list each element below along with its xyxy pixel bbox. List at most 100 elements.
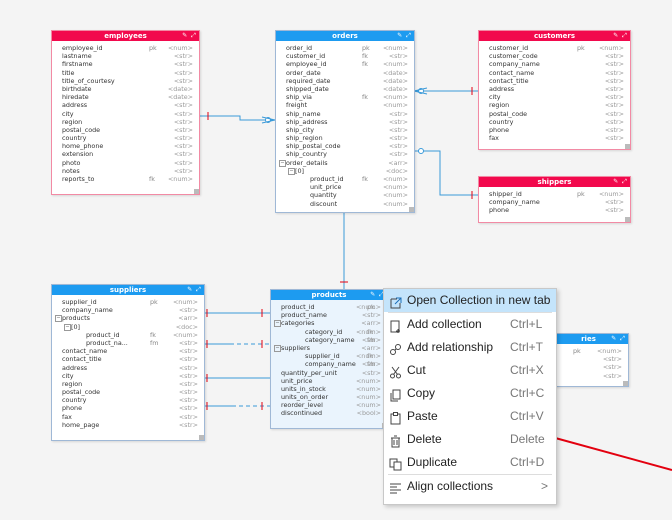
field-row[interactable]: region<str> [52,118,199,126]
edit-expand-icons[interactable]: ✎ ⤢ [613,32,628,39]
field-row[interactable]: country<str> [52,134,199,142]
field-row[interactable]: address<str> [52,364,204,372]
field-row[interactable]: −order_details<arr> [276,159,414,167]
collection-header[interactable]: ries✎ ⤢ [549,334,628,344]
field-row[interactable]: lastname<str> [52,52,199,60]
field-row[interactable]: ship_city<str> [276,126,414,134]
field-row[interactable]: region<str> [52,380,204,388]
edit-expand-icons[interactable]: ✎ ⤢ [182,32,197,39]
field-row[interactable]: home_phone<str> [52,142,199,150]
field-row[interactable]: extension<str> [52,150,199,158]
field-row[interactable]: −[0]<doc> [276,167,414,175]
field-row[interactable]: product_name<str> [271,311,387,319]
collection-header[interactable]: customers✎ ⤢ [479,31,630,41]
collapse-toggle-icon[interactable]: − [279,159,286,167]
menu-item-open-collection[interactable]: Open Collection in new tab [384,289,556,312]
field-row[interactable]: photo<str> [52,159,199,167]
field-row[interactable]: company_name<str> [479,60,630,68]
field-row[interactable]: region<str> [479,101,630,109]
field-row[interactable]: title_of_courtesy<str> [52,77,199,85]
collection-header[interactable]: shippers✎ ⤢ [479,177,630,187]
field-row[interactable]: ship_address<str> [276,118,414,126]
resize-handle[interactable] [625,144,630,149]
collapse-toggle-icon[interactable]: − [274,320,281,328]
edit-expand-icons[interactable]: ✎ ⤢ [613,178,628,185]
edit-expand-icons[interactable]: ✎ ⤢ [187,286,202,293]
collapse-toggle-icon[interactable]: − [55,315,62,323]
field-row[interactable]: customer_code<str> [479,52,630,60]
field-row[interactable]: −suppliers<arr> [271,344,387,352]
resize-handle[interactable] [199,435,204,440]
field-row[interactable]: hiredate<date> [52,93,199,101]
field-row[interactable]: quantity<num> [276,191,414,199]
field-row[interactable]: contact_name<str> [52,347,204,355]
collection-header[interactable]: products✎ ⤢ [271,290,387,300]
field-row[interactable]: phone<str> [479,206,630,214]
field-row[interactable]: postal_code<str> [52,388,204,396]
field-row[interactable]: <str> [549,355,628,363]
collapse-toggle-icon[interactable]: − [288,167,295,175]
field-row[interactable]: −categories<arr> [271,319,387,328]
collapse-toggle-icon[interactable]: − [64,323,71,331]
field-row[interactable]: country<str> [52,396,204,404]
field-row[interactable]: phone<str> [52,404,204,412]
edit-expand-icons[interactable]: ✎ ⤢ [611,335,626,342]
field-row[interactable]: contact_title<str> [52,355,204,363]
field-row[interactable]: company_name<str> [52,306,204,314]
edit-expand-icons[interactable]: ✎ ⤢ [397,32,412,39]
resize-handle[interactable] [623,381,628,386]
field-row[interactable]: ship_postal_code<str> [276,142,414,150]
field-row[interactable]: freight<num> [276,101,414,109]
collapse-toggle-icon[interactable]: − [274,344,281,352]
field-row[interactable]: reorder_level<num> [271,401,387,409]
field-row[interactable]: city<str> [52,372,204,380]
field-row[interactable]: contact_name<str> [479,69,630,77]
field-row[interactable]: product_na...fm<str> [52,339,204,347]
field-row[interactable]: <str> [549,363,628,371]
field-row[interactable]: address<str> [52,101,199,109]
field-row[interactable]: discontinued<bool> [271,409,387,417]
field-row[interactable]: units_in_stock<num> [271,385,387,393]
field-row[interactable]: <str> [549,372,628,380]
menu-item-align-collections[interactable]: Align collections> [384,475,556,498]
field-row[interactable]: postal_code<str> [52,126,199,134]
resize-handle[interactable] [409,207,414,212]
field-row[interactable]: shipped_date<date> [276,85,414,93]
field-row[interactable]: ship_name<str> [276,110,414,118]
field-row[interactable]: ship_region<str> [276,134,414,142]
field-row[interactable]: ship_country<str> [276,150,414,158]
field-row[interactable]: fax<str> [479,134,630,142]
collection-header[interactable]: suppliers✎ ⤢ [52,285,204,295]
categories-collection[interactable]: ries✎ ⤢pk<num><str><str><str> [548,333,629,387]
field-row[interactable]: phone<str> [479,126,630,134]
resize-handle[interactable] [625,217,630,222]
field-row[interactable]: −[0]<doc> [52,323,204,331]
collection-header[interactable]: orders✎ ⤢ [276,31,414,41]
collection-header[interactable]: employees✎ ⤢ [52,31,199,41]
field-row[interactable]: birthdate<date> [52,85,199,93]
